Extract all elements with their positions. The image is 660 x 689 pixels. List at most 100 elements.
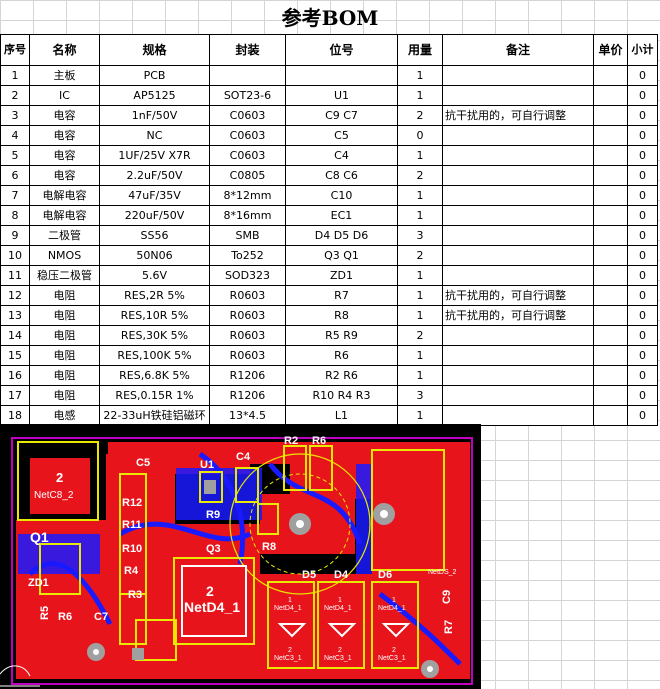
- cell-designator: R2 R6: [285, 365, 398, 386]
- cell-price: [593, 285, 628, 306]
- label-r8: R8: [262, 541, 276, 553]
- cell-name: 电容: [29, 145, 100, 166]
- cell-qty: 2: [397, 165, 443, 186]
- cell-designator: [285, 65, 398, 86]
- cell-qty: 1: [397, 285, 443, 306]
- cell-price: [593, 225, 628, 246]
- mosfet-pad-number: 2: [206, 583, 214, 599]
- mosfet-q3-outline: [173, 557, 255, 645]
- cell-designator: R7: [285, 285, 398, 306]
- cell-name: 电解电容: [29, 185, 100, 206]
- cell-spec: 1nF/50V: [99, 105, 210, 126]
- cell-spec: RES,2R 5%: [99, 285, 210, 306]
- cell-qty: 1: [397, 85, 443, 106]
- label-d4: D4: [334, 569, 349, 581]
- cell-qty: 1: [397, 145, 443, 166]
- cell-designator: L1: [285, 405, 398, 426]
- cell-name: 主板: [29, 65, 100, 86]
- cell-note: [442, 325, 594, 346]
- cell-designator: R5 R9: [285, 325, 398, 346]
- cell-price: [593, 185, 628, 206]
- connector-left: [17, 441, 99, 521]
- cell-package: SOD323: [209, 265, 286, 286]
- label-q3: Q3: [206, 543, 221, 555]
- label-r6b: R6: [58, 611, 72, 623]
- cell-spec: SS56: [99, 225, 210, 246]
- cell-designator: D4 D5 D6: [285, 225, 398, 246]
- cell-qty: 3: [397, 385, 443, 406]
- diode-d6: [371, 581, 419, 669]
- cell-index: 13: [0, 305, 30, 326]
- cell-note: 抗干扰用的，可自行调整: [442, 305, 594, 326]
- d5-pad1-net: NetD4_1: [274, 605, 302, 612]
- cell-package: SMB: [209, 225, 286, 246]
- cell-spec: RES,10R 5%: [99, 305, 210, 326]
- cell-package: R0603: [209, 345, 286, 366]
- cell-designator: U1: [285, 85, 398, 106]
- cell-qty: 2: [397, 245, 443, 266]
- d4-pad1-net: NetD4_1: [324, 605, 352, 612]
- col-header-subtotal: 小计: [627, 34, 658, 66]
- cell-name: 二极管: [29, 225, 100, 246]
- cell-spec: 1UF/25V X7R: [99, 145, 210, 166]
- cell-package: C0603: [209, 105, 286, 126]
- label-r9: R9: [206, 509, 220, 521]
- cell-package: 8*16mm: [209, 205, 286, 226]
- d5-pad1-num: 1: [288, 597, 292, 604]
- cell-qty: 1: [397, 365, 443, 386]
- cell-package: R0603: [209, 305, 286, 326]
- cell-price: [593, 165, 628, 186]
- cell-subtotal: 0: [627, 65, 658, 86]
- cell-spec: 5.6V: [99, 265, 210, 286]
- label-r11: R11: [122, 519, 142, 531]
- cell-note: [442, 225, 594, 246]
- cell-name: 稳压二极管: [29, 265, 100, 286]
- cell-price: [593, 245, 628, 266]
- mosfet-pad-net: NetD4_1: [184, 599, 240, 615]
- cell-designator: ZD1: [285, 265, 398, 286]
- d6-pad1-net: NetD4_1: [378, 605, 406, 612]
- cell-subtotal: 0: [627, 245, 658, 266]
- cell-index: 12: [0, 285, 30, 306]
- label-d5: D5: [302, 569, 316, 581]
- cell-spec: RES,6.8K 5%: [99, 365, 210, 386]
- cell-qty: 1: [397, 345, 443, 366]
- cell-subtotal: 0: [627, 185, 658, 206]
- cell-subtotal: 0: [627, 145, 658, 166]
- col-header-name: 名称: [29, 34, 100, 66]
- cell-designator: C9 C7: [285, 105, 398, 126]
- right-net-label: NetDS_2: [428, 569, 457, 576]
- d5-pad2-net: NetC3_1: [274, 655, 302, 662]
- cell-subtotal: 0: [627, 305, 658, 326]
- cell-index: 15: [0, 345, 30, 366]
- diode-d4: [317, 581, 365, 669]
- cell-package: 8*12mm: [209, 185, 286, 206]
- cell-spec: AP5125: [99, 85, 210, 106]
- board-outline: [11, 437, 473, 685]
- cell-package: 13*4.5: [209, 405, 286, 426]
- cell-index: 6: [0, 165, 30, 186]
- cell-designator: Q3 Q1: [285, 245, 398, 266]
- col-header-qty: 用量: [397, 34, 443, 66]
- cell-note: [442, 265, 594, 286]
- cell-qty: 0: [397, 125, 443, 146]
- connector-right: [371, 449, 445, 571]
- cell-note: [442, 245, 594, 266]
- pcb-layout-image: C5 U1 C4 R2 R6 R12 R11 R10 R4 R3 R9 R8 Q…: [0, 424, 481, 689]
- cell-designator: C5: [285, 125, 398, 146]
- cell-index: 17: [0, 385, 30, 406]
- d6-pad2-num: 2: [392, 647, 396, 654]
- cell-note: [442, 345, 594, 366]
- cell-index: 18: [0, 405, 30, 426]
- cell-index: 10: [0, 245, 30, 266]
- cell-subtotal: 0: [627, 385, 658, 406]
